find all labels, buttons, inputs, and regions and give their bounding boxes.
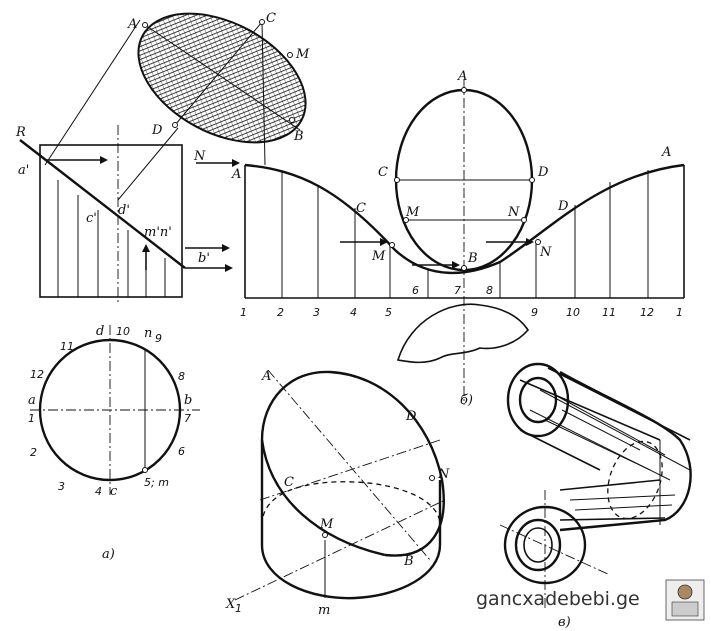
label-C-cyl: C <box>284 475 294 490</box>
circle-num-1: 1 <box>28 412 35 425</box>
watermark-text: gancxadebebi.ge <box>476 588 640 610</box>
circle-num-4: 4 <box>95 485 102 498</box>
label-m-cyl: m <box>318 603 330 618</box>
label-B-cyl: B <box>403 554 414 569</box>
label-fig-b: б) <box>460 393 473 408</box>
axis-num-4: 4 <box>350 306 357 319</box>
label-c-plan: c <box>110 484 118 499</box>
label-c-prime: c' <box>86 211 97 226</box>
label-D-section: D <box>151 123 163 138</box>
label-M-ellipse: M <box>405 205 420 220</box>
axis-num-12: 12 <box>640 306 654 319</box>
label-D-cyl: D <box>405 409 417 424</box>
label-d-plan: d <box>96 324 104 339</box>
axis-num-3: 3 <box>313 306 320 319</box>
axis-num-1-end: 1 <box>676 306 683 319</box>
circle-num-9: 9 <box>155 332 162 345</box>
label-5m-plan: 5; m <box>144 476 169 489</box>
label-A-dev-left: A <box>231 167 241 182</box>
label-N-ellipse: N <box>507 205 520 220</box>
axis-num-11: 11 <box>602 306 616 319</box>
circle-num-11: 11 <box>60 340 74 353</box>
label-A-ellipse: A <box>457 69 467 84</box>
circle-num-10: 10 <box>116 325 130 338</box>
label-M-section: M <box>295 47 310 62</box>
label-N-section: N <box>193 149 206 164</box>
truncated-cylinder: A D N C M B X 1 m <box>225 369 450 618</box>
axis-num-1: 1 <box>240 306 247 319</box>
axis-num-9: 9 <box>531 306 538 319</box>
label-A-dev-right: A <box>661 145 671 160</box>
label-N-cyl: N <box>437 467 450 482</box>
axis-num-2: 2 <box>277 306 284 319</box>
label-C-section: C <box>266 11 276 26</box>
plan-circle: d 10 n 9 11 12 8 a 1 b 7 2 6 3 4 c 5; m … <box>28 324 200 562</box>
axis-num-7: 7 <box>454 284 461 297</box>
watermark: gancxadebebi.ge <box>476 579 705 621</box>
section-ellipse-group: A C M B D N <box>44 11 310 201</box>
label-R: R <box>15 125 26 140</box>
label-n-plan: n <box>144 326 152 341</box>
label-B-ellipse: B <box>467 251 478 266</box>
circle-num-7: 7 <box>184 412 191 425</box>
label-M-dev: M <box>371 249 386 264</box>
front-view: R a' c' d' m'n' b' <box>15 125 240 305</box>
label-B-section: B <box>293 129 304 144</box>
label-A-cyl: A <box>261 369 271 384</box>
label-D-ellipse: D <box>537 165 549 180</box>
label-D-dev: D <box>557 199 569 214</box>
label-N-dev: N <box>539 245 552 260</box>
development-view: A A C D M N 1 2 3 4 5 6 7 8 9 10 11 12 1 <box>231 145 685 319</box>
circle-num-12: 12 <box>30 368 44 381</box>
label-C-dev: C <box>356 201 366 216</box>
elbow-pipe: в) <box>499 362 692 630</box>
label-x1-sub: 1 <box>235 602 242 615</box>
circle-num-8: 8 <box>178 370 185 383</box>
label-M-cyl: M <box>319 517 334 532</box>
label-fig-a: а) <box>102 547 115 562</box>
label-d-prime: d' <box>118 203 130 218</box>
circle-num-3: 3 <box>58 480 65 493</box>
axis-num-6: 6 <box>412 284 419 297</box>
label-fig-v: в) <box>558 615 571 630</box>
axis-num-5: 5 <box>385 306 392 319</box>
label-a-prime: a' <box>18 163 29 178</box>
axis-num-10: 10 <box>566 306 580 319</box>
label-a-plan: a <box>28 393 36 408</box>
label-A-section: A <box>127 17 137 32</box>
label-b-plan: b <box>184 393 192 408</box>
circle-num-6: 6 <box>178 445 185 458</box>
label-C-ellipse: C <box>378 165 388 180</box>
label-b-prime: b' <box>198 251 210 266</box>
label-mn-prime: m'n' <box>144 225 172 240</box>
axis-num-8: 8 <box>486 284 493 297</box>
circle-num-2: 2 <box>30 446 37 459</box>
true-section-ellipse: A C D M N B б) <box>378 69 549 408</box>
label-x1: X <box>225 597 236 612</box>
